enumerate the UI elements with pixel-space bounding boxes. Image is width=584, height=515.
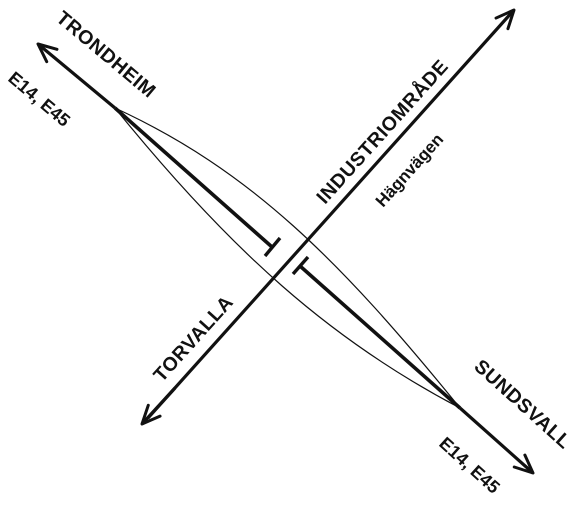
crossroad-arrow-southwest bbox=[140, 386, 177, 426]
route-label-southeast: E14, E45 bbox=[435, 433, 503, 497]
main-road-segment-northwest bbox=[113, 106, 274, 249]
bypass-lane-upper bbox=[114, 107, 461, 409]
barrier-southeast bbox=[291, 255, 310, 276]
crossroad-sw-ne bbox=[140, 8, 516, 426]
bypass-lane-lower bbox=[114, 107, 461, 409]
main-road-arrow-northwest bbox=[36, 42, 117, 110]
destination-label-torvalla: TORVALLA bbox=[149, 291, 238, 386]
main-road-arrow-southeast bbox=[458, 406, 535, 475]
crossroad-line bbox=[146, 8, 516, 420]
main-road-segment-southeast bbox=[298, 264, 462, 410]
main-road-nw-se bbox=[36, 42, 535, 475]
barrier-northwest bbox=[263, 236, 282, 258]
route-label-northwest: E14, E45 bbox=[4, 68, 74, 131]
destination-label-sundsvall: SUNDSVALL bbox=[470, 355, 576, 453]
destination-label-trondheim: TRONDHEIM bbox=[52, 7, 160, 103]
